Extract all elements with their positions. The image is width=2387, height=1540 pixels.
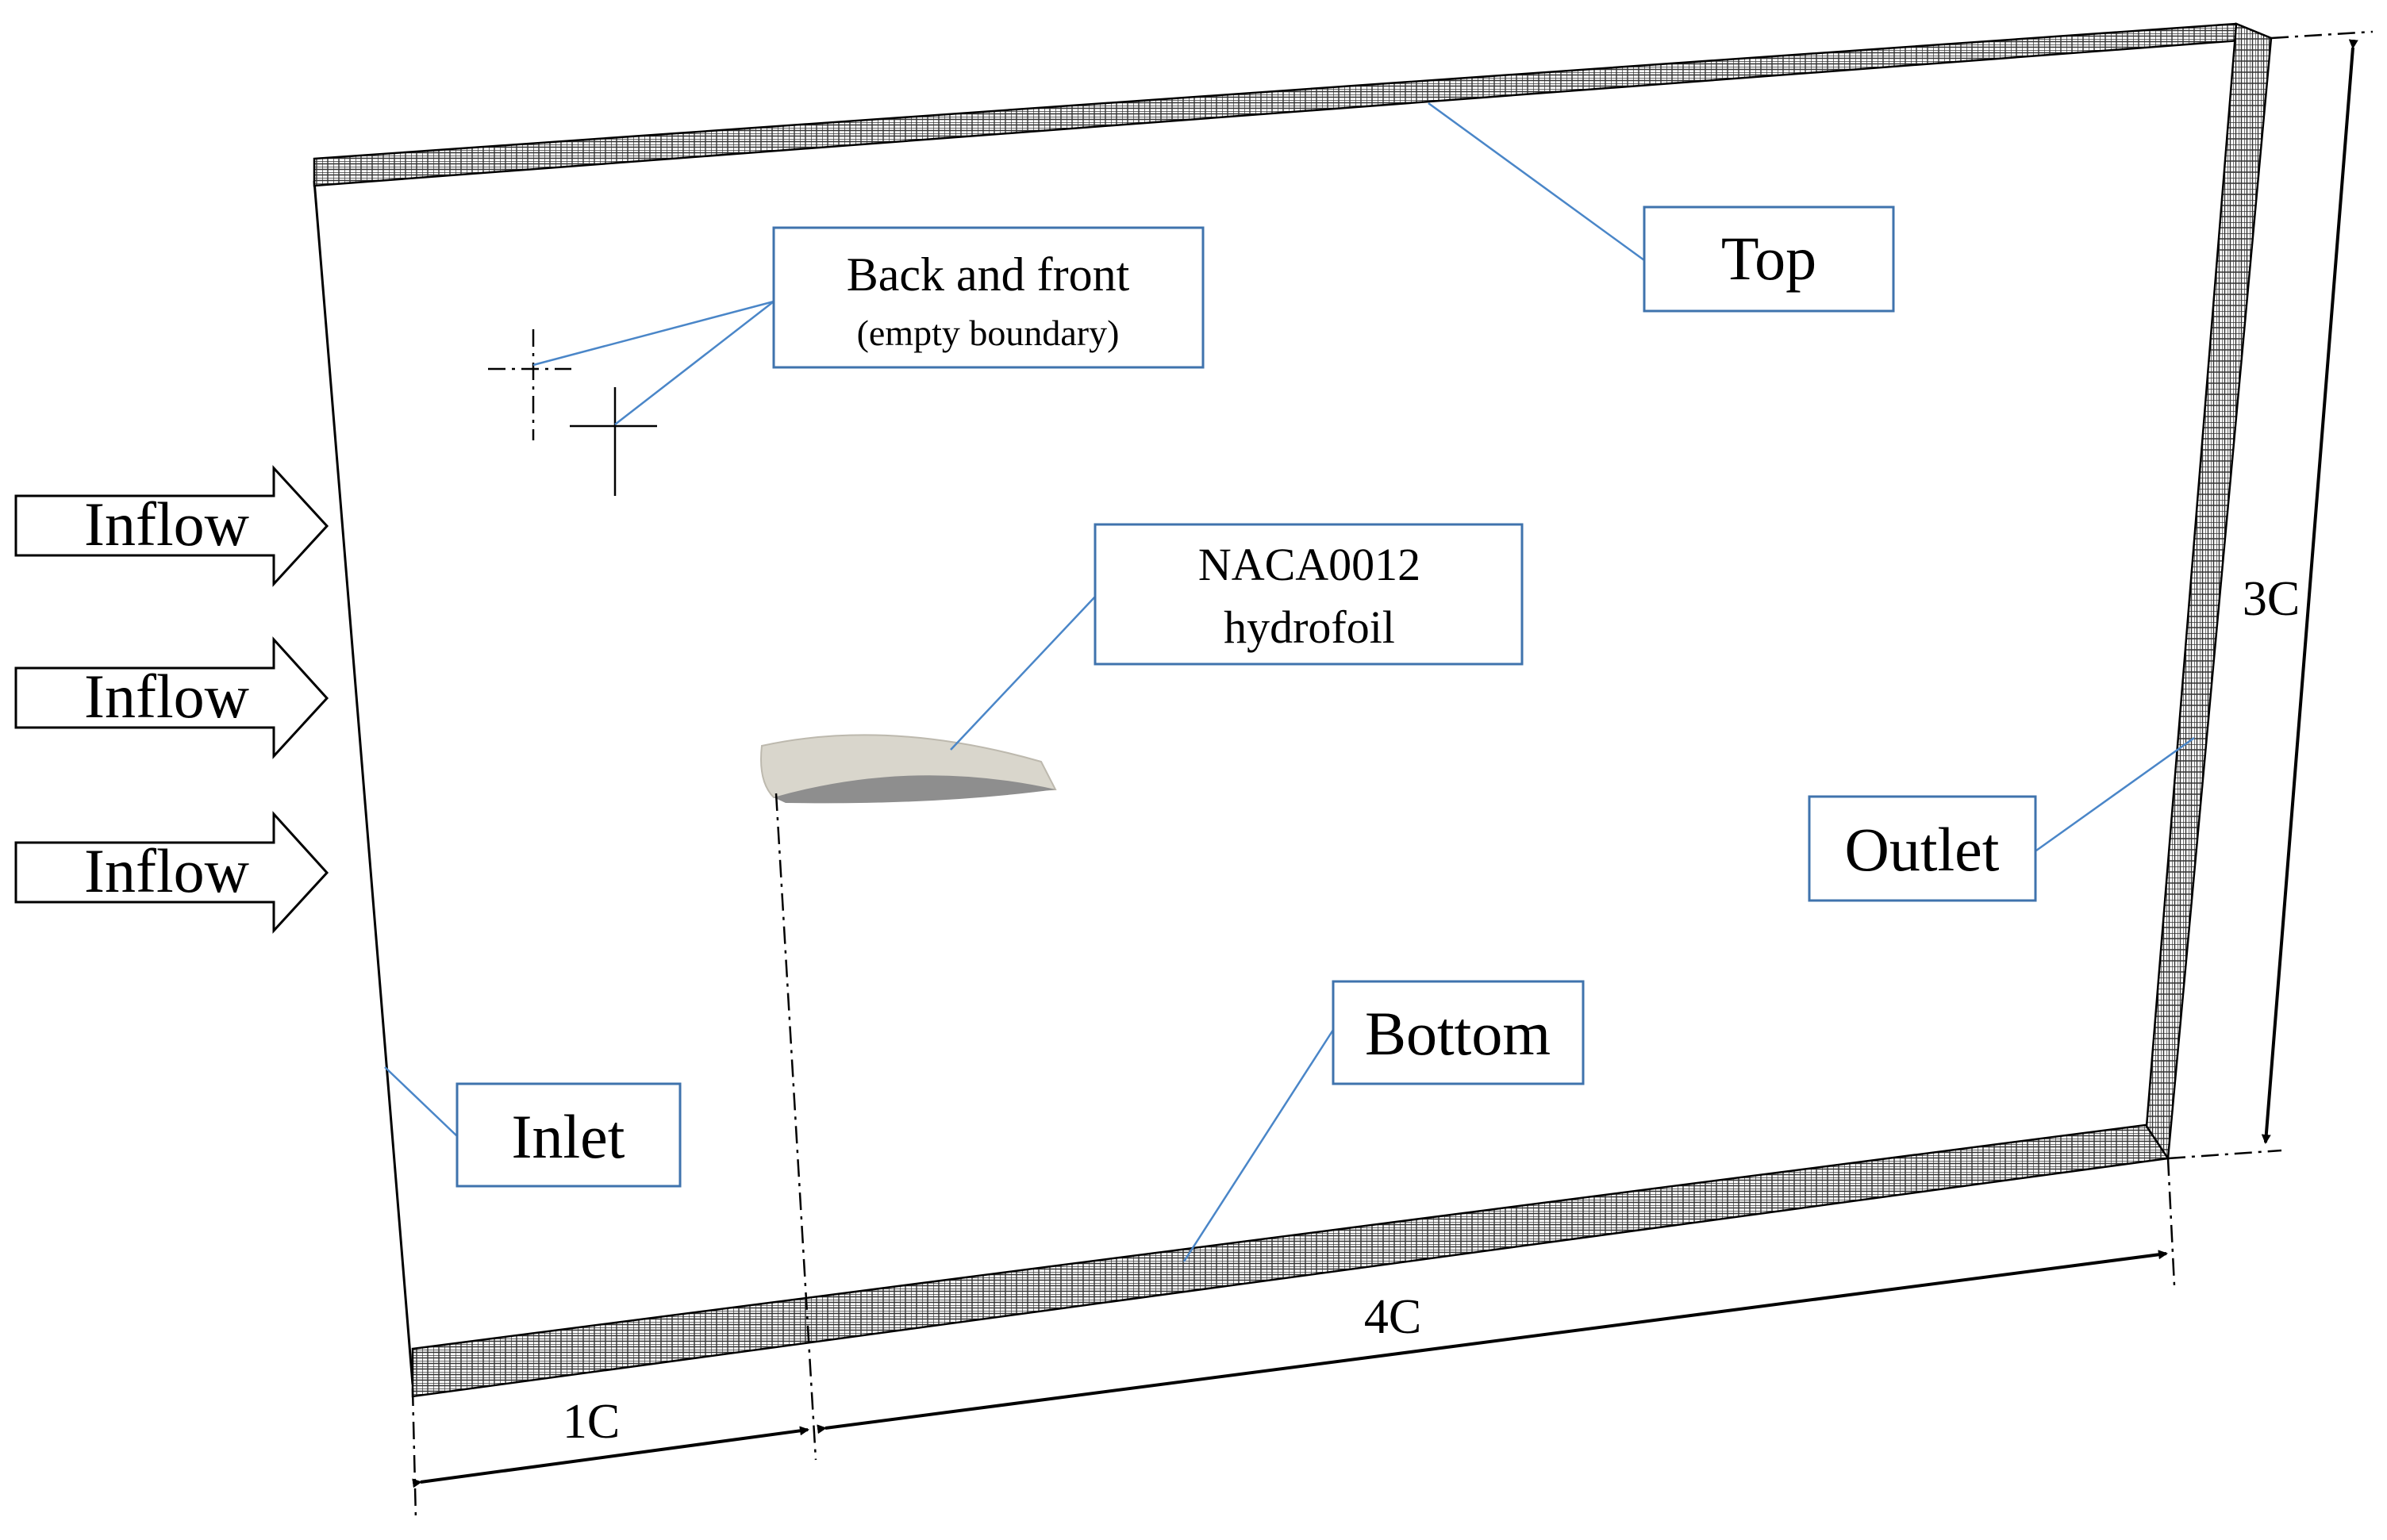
hydrofoil-shape [760, 734, 1057, 804]
label-top: Top [1643, 205, 1895, 313]
label-outlet: Outlet [1808, 795, 2037, 902]
extension-lines [411, 30, 2374, 1520]
top-boundary-mesh [313, 22, 2272, 187]
label-hydrofoil-line1: NACA0012 [1198, 539, 1420, 590]
inlet-edge [313, 180, 414, 1385]
domain-geometry [313, 22, 2273, 1398]
label-top-text: Top [1721, 224, 1816, 293]
downstream-dimension-label: 4C [1364, 1290, 1421, 1344]
inflow-label: Inflow [84, 662, 249, 731]
label-inlet: Inlet [455, 1082, 682, 1188]
label-bottom-text: Bottom [1365, 999, 1551, 1068]
inflow-arrows: Inflow Inflow Inflow [14, 465, 329, 934]
label-back-and-front: Back and front (empty boundary) [772, 226, 1205, 369]
label-bottom: Bottom [1332, 980, 1585, 1085]
label-hydrofoil-line2: hydrofoil [1224, 601, 1395, 653]
label-back-front-line1: Back and front [847, 248, 1130, 301]
label-outlet-text: Outlet [1845, 815, 2000, 884]
leader-lines [384, 102, 2195, 1262]
height-dimension-label: 3C [2243, 572, 2300, 626]
downstream-dimension-arrow [817, 1250, 2168, 1434]
axis-markers [488, 329, 657, 496]
upstream-dimension-arrow [412, 1426, 809, 1488]
label-back-front-line2: (empty boundary) [857, 313, 1120, 353]
label-inlet-text: Inlet [512, 1102, 625, 1171]
inflow-label: Inflow [84, 490, 249, 559]
inflow-arrow: Inflow [14, 465, 329, 587]
inflow-arrow: Inflow [14, 811, 329, 934]
height-dimension-arrow [2261, 39, 2358, 1144]
dimension-arrows [412, 39, 2358, 1488]
inflow-arrow: Inflow [14, 636, 329, 759]
upstream-dimension-label: 1C [563, 1395, 620, 1449]
label-hydrofoil: NACA0012 hydrofoil [1094, 523, 1524, 666]
inflow-label: Inflow [84, 836, 249, 905]
